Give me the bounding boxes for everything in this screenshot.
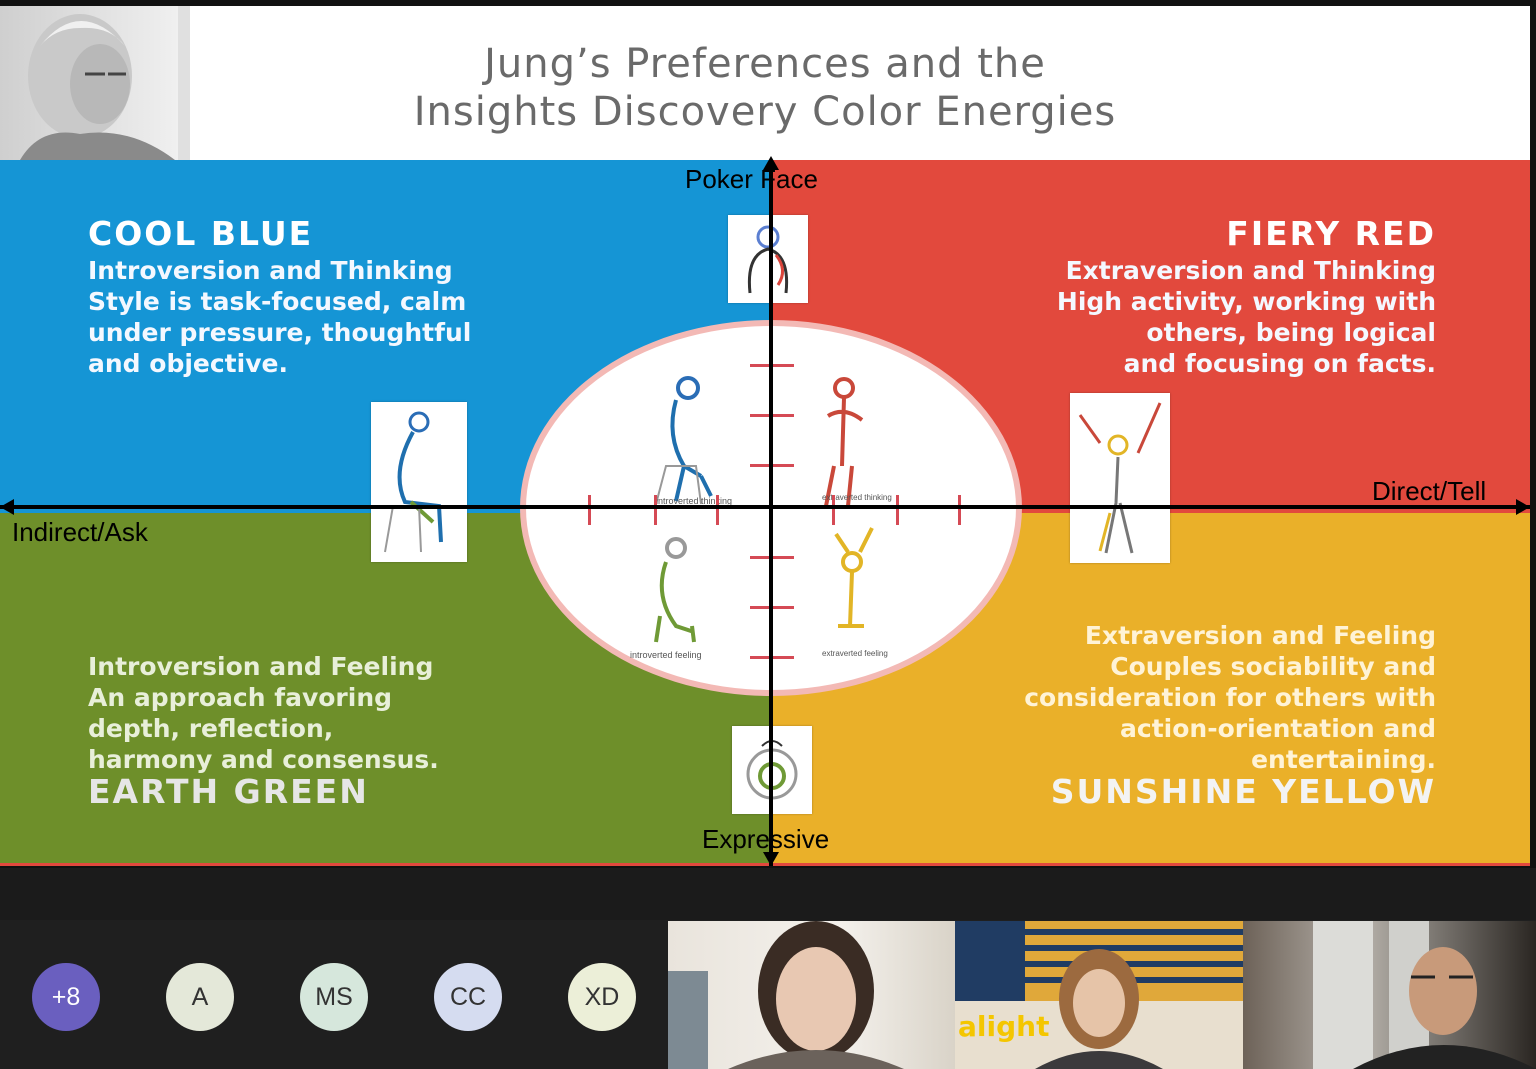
video-tile[interactable] bbox=[668, 921, 955, 1069]
title-band bbox=[0, 6, 1530, 160]
cool-blue-heading: COOL BLUE bbox=[88, 214, 314, 253]
description-line: and focusing on facts. bbox=[1123, 349, 1436, 378]
shared-slide: Jung’s Preferences and the Insights Disc… bbox=[0, 6, 1530, 866]
description-line: An approach favoring bbox=[88, 683, 393, 712]
sunshine-yellow-heading: SUNSHINE YELLOW bbox=[1050, 772, 1436, 811]
ellipse-label-extraverted-feeling: extraverted feeling bbox=[822, 649, 888, 658]
axis-label-right: Direct/Tell bbox=[1372, 476, 1487, 506]
figure-introverted-thinking-icon bbox=[655, 376, 713, 505]
participant-avatar[interactable]: MS bbox=[300, 963, 368, 1031]
description-line: Style is task-focused, calm bbox=[88, 287, 467, 316]
ellipse-label-introverted-feeling: introverted feeling bbox=[630, 650, 702, 660]
more-participants-button[interactable]: +8 bbox=[32, 963, 100, 1031]
video-tile[interactable] bbox=[1243, 921, 1536, 1069]
horizontal-axis bbox=[0, 505, 1530, 509]
figure-card-left bbox=[371, 402, 467, 562]
ellipse-label-introverted-thinking: introverted thinking bbox=[656, 496, 732, 506]
active-figure-icon bbox=[1078, 402, 1162, 554]
slide-title-line-1: Jung’s Preferences and the bbox=[484, 41, 1046, 87]
figure-card-top bbox=[728, 215, 808, 303]
axis-tick bbox=[716, 495, 719, 525]
description-line: depth, reflection, bbox=[88, 714, 334, 743]
axis-label-left: Indirect/Ask bbox=[12, 517, 148, 547]
axis-label-top: Poker Face bbox=[685, 164, 818, 194]
description-line: Extraversion and Feeling bbox=[1084, 621, 1436, 650]
description-line: consideration for others with bbox=[1024, 683, 1436, 712]
description-line: others, being logical bbox=[1146, 318, 1436, 347]
fiery-red-heading: FIERY RED bbox=[1226, 214, 1436, 253]
description-line: High activity, working with bbox=[1056, 287, 1436, 316]
description-line: action-orientation and bbox=[1120, 714, 1436, 743]
seated-figure-icon bbox=[384, 411, 443, 553]
arrow-up-icon bbox=[763, 156, 779, 170]
participant-video-icon bbox=[955, 921, 1243, 1069]
ellipse-label-extraverted-thinking: extraverted thinking bbox=[822, 493, 892, 502]
axis-tick bbox=[654, 495, 657, 525]
figure-card-right bbox=[1070, 393, 1170, 563]
sunshine-yellow-description: Extraversion and Feeling Couples sociabi… bbox=[900, 620, 1436, 775]
portrait-image bbox=[0, 6, 190, 160]
description-line: harmony and consensus. bbox=[88, 745, 439, 774]
arrow-left-icon bbox=[0, 499, 14, 515]
thinking-figure-icon bbox=[747, 225, 789, 294]
participant-video-icon bbox=[668, 921, 904, 1069]
description-line: Extraversion and Thinking bbox=[1065, 256, 1436, 285]
vertical-axis bbox=[769, 160, 773, 866]
axis-tick bbox=[588, 495, 591, 525]
alight-logo: alight bbox=[958, 1010, 1050, 1043]
cool-blue-description: Introversion and Thinking Style is task-… bbox=[88, 255, 558, 379]
arrow-right-icon bbox=[1516, 499, 1530, 515]
participant-avatar[interactable]: XD bbox=[568, 963, 636, 1031]
figure-extraverted-feeling-icon bbox=[834, 527, 874, 628]
description-line: Introversion and Feeling bbox=[88, 652, 434, 681]
description-line: under pressure, thoughtful bbox=[88, 318, 472, 347]
arrow-down-icon bbox=[763, 852, 779, 866]
slide-title-line-2: Insights Discovery Color Energies bbox=[413, 89, 1117, 135]
description-line: Introversion and Thinking bbox=[88, 256, 453, 285]
axis-tick bbox=[958, 495, 961, 525]
figure-introverted-feeling-icon bbox=[654, 537, 696, 643]
participant-video-icon bbox=[1313, 921, 1536, 1069]
earth-green-description: Introversion and Feeling An approach fav… bbox=[88, 651, 528, 775]
figure-extraverted-thinking-icon bbox=[824, 377, 864, 507]
earth-green-heading: EARTH GREEN bbox=[88, 772, 369, 811]
description-line: entertaining. bbox=[1251, 745, 1436, 774]
fiery-red-description: Extraversion and Thinking High activity,… bbox=[940, 255, 1436, 379]
axis-tick bbox=[832, 495, 835, 525]
description-line: Couples sociability and bbox=[1110, 652, 1436, 681]
participant-avatar[interactable]: A bbox=[166, 963, 234, 1031]
description-line: and objective. bbox=[88, 349, 288, 378]
axis-tick bbox=[896, 495, 899, 525]
axis-label-bottom: Expressive bbox=[702, 824, 830, 854]
video-tile[interactable] bbox=[955, 921, 1243, 1069]
participant-avatar[interactable]: CC bbox=[434, 963, 502, 1031]
